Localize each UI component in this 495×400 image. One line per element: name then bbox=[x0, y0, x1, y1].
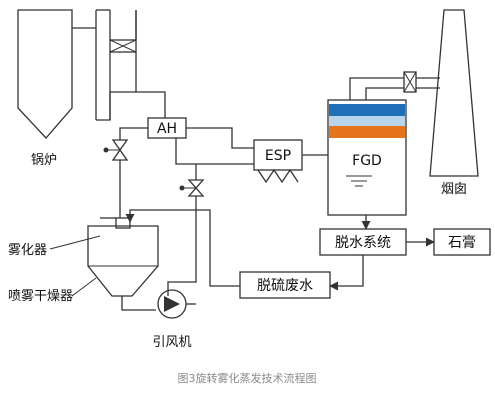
fgd-orange-band bbox=[329, 126, 405, 138]
fgd-light-band bbox=[329, 116, 405, 126]
id-fan-label: 引风机 bbox=[152, 335, 191, 350]
dewatering-to-wastewater-arrow bbox=[329, 255, 364, 291]
chimney bbox=[429, 9, 479, 177]
ah-to-esp-duct bbox=[186, 127, 254, 149]
dryer-to-fan-duct bbox=[121, 296, 156, 311]
valve-right bbox=[167, 164, 205, 296]
gypsum-label: 石膏 bbox=[448, 234, 476, 251]
figure-caption: 图3旋转雾化蒸发技术流程图 bbox=[178, 371, 317, 385]
chimney-damper bbox=[403, 71, 440, 93]
boiler-flue-duct bbox=[95, 9, 166, 121]
boiler bbox=[17, 9, 97, 139]
id-fan bbox=[157, 289, 196, 319]
desulf-wastewater-box bbox=[239, 271, 331, 299]
gypsum-box bbox=[433, 228, 491, 256]
atomizer-leader bbox=[49, 235, 101, 250]
fgd-blue-band bbox=[329, 104, 405, 116]
desulf-wastewater-label: 脱硫废水 bbox=[257, 278, 313, 294]
bypass-line-left bbox=[119, 127, 148, 218]
ah-to-esp-duct-lower bbox=[175, 138, 254, 165]
valve-left bbox=[103, 139, 129, 161]
boiler-label: 锅炉 bbox=[31, 152, 57, 168]
spray-dryer-label: 喷雾干燥器 bbox=[8, 289, 73, 304]
spray-dryer-leader bbox=[71, 277, 97, 297]
air-heater-label: AH bbox=[157, 121, 177, 137]
dewatering-label: 脱水系统 bbox=[335, 235, 391, 251]
spray-dryer bbox=[87, 217, 159, 297]
fgd-tower bbox=[327, 77, 407, 216]
esp-label: ESP bbox=[265, 148, 291, 164]
chimney-label: 烟囱 bbox=[441, 182, 467, 197]
fgd-label: FGD bbox=[352, 153, 382, 169]
atomizer-label: 雾化器 bbox=[8, 243, 47, 258]
wastewater-to-atomizer-line bbox=[125, 209, 240, 287]
